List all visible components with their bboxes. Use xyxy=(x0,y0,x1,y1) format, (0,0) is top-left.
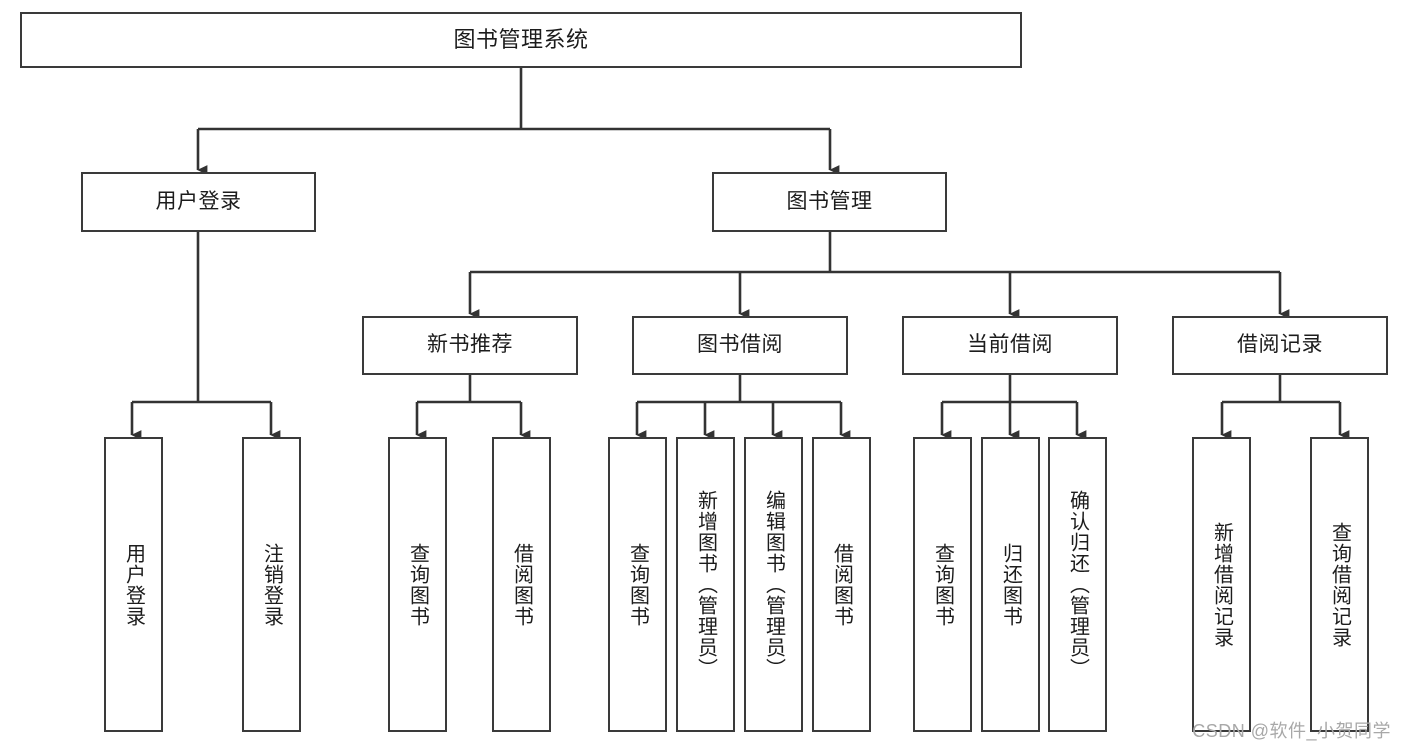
leaf-confirm-return-admin[interactable]: 确认归还（管理员） xyxy=(1048,437,1107,732)
watermark-text: CSDN @软件_小贺同学 xyxy=(1192,721,1391,741)
leaf-add-book-admin-label: 新增图书（管理员） xyxy=(694,490,717,679)
leaf-query-books-current[interactable]: 查询图书 xyxy=(913,437,972,732)
node-book-management-label: 图书管理 xyxy=(786,189,873,213)
leaf-query-books-borrow[interactable]: 查询图书 xyxy=(608,437,667,732)
node-new-book-recommendation-label: 新书推荐 xyxy=(427,333,513,357)
leaf-user-login-label: 用户登录 xyxy=(122,542,145,627)
leaf-query-books-rec[interactable]: 查询图书 xyxy=(388,437,447,732)
leaf-borrow-books-borrow-label: 借阅图书 xyxy=(830,542,853,627)
leaf-edit-book-admin[interactable]: 编辑图书（管理员） xyxy=(744,437,803,732)
leaf-logout[interactable]: 注销登录 xyxy=(242,437,301,732)
node-current-borrow-label: 当前借阅 xyxy=(967,333,1053,357)
leaf-borrow-books-borrow[interactable]: 借阅图书 xyxy=(812,437,871,732)
leaf-return-books[interactable]: 归还图书 xyxy=(981,437,1040,732)
leaf-add-borrow-record[interactable]: 新增借阅记录 xyxy=(1192,437,1251,732)
node-root[interactable]: 图书管理系统 xyxy=(20,12,1022,68)
leaf-add-book-admin[interactable]: 新增图书（管理员） xyxy=(676,437,735,732)
node-book-borrow-label: 图书借阅 xyxy=(697,333,783,357)
leaf-borrow-books-rec-label: 借阅图书 xyxy=(510,542,533,627)
node-current-borrow[interactable]: 当前借阅 xyxy=(902,316,1118,375)
leaf-logout-label: 注销登录 xyxy=(260,542,283,627)
node-new-book-recommendation[interactable]: 新书推荐 xyxy=(362,316,578,375)
leaf-query-books-rec-label: 查询图书 xyxy=(406,542,429,627)
leaf-query-borrow-record[interactable]: 查询借阅记录 xyxy=(1310,437,1369,732)
leaf-return-books-label: 归还图书 xyxy=(999,542,1022,627)
node-book-management[interactable]: 图书管理 xyxy=(712,172,947,232)
leaf-user-login[interactable]: 用户登录 xyxy=(104,437,163,732)
node-root-label: 图书管理系统 xyxy=(453,27,589,53)
leaf-add-borrow-record-label: 新增借阅记录 xyxy=(1210,521,1233,648)
leaf-query-borrow-record-label: 查询借阅记录 xyxy=(1328,521,1351,648)
leaf-query-books-current-label: 查询图书 xyxy=(931,542,954,627)
leaf-confirm-return-admin-label: 确认归还（管理员） xyxy=(1066,490,1089,679)
node-borrow-records-label: 借阅记录 xyxy=(1237,333,1323,357)
node-book-borrow[interactable]: 图书借阅 xyxy=(632,316,848,375)
leaf-edit-book-admin-label: 编辑图书（管理员） xyxy=(762,490,785,679)
node-user-login-label: 用户登录 xyxy=(155,189,242,213)
node-user-login[interactable]: 用户登录 xyxy=(81,172,316,232)
leaf-query-books-borrow-label: 查询图书 xyxy=(626,542,649,627)
node-borrow-records[interactable]: 借阅记录 xyxy=(1172,316,1388,375)
leaf-borrow-books-rec[interactable]: 借阅图书 xyxy=(492,437,551,732)
